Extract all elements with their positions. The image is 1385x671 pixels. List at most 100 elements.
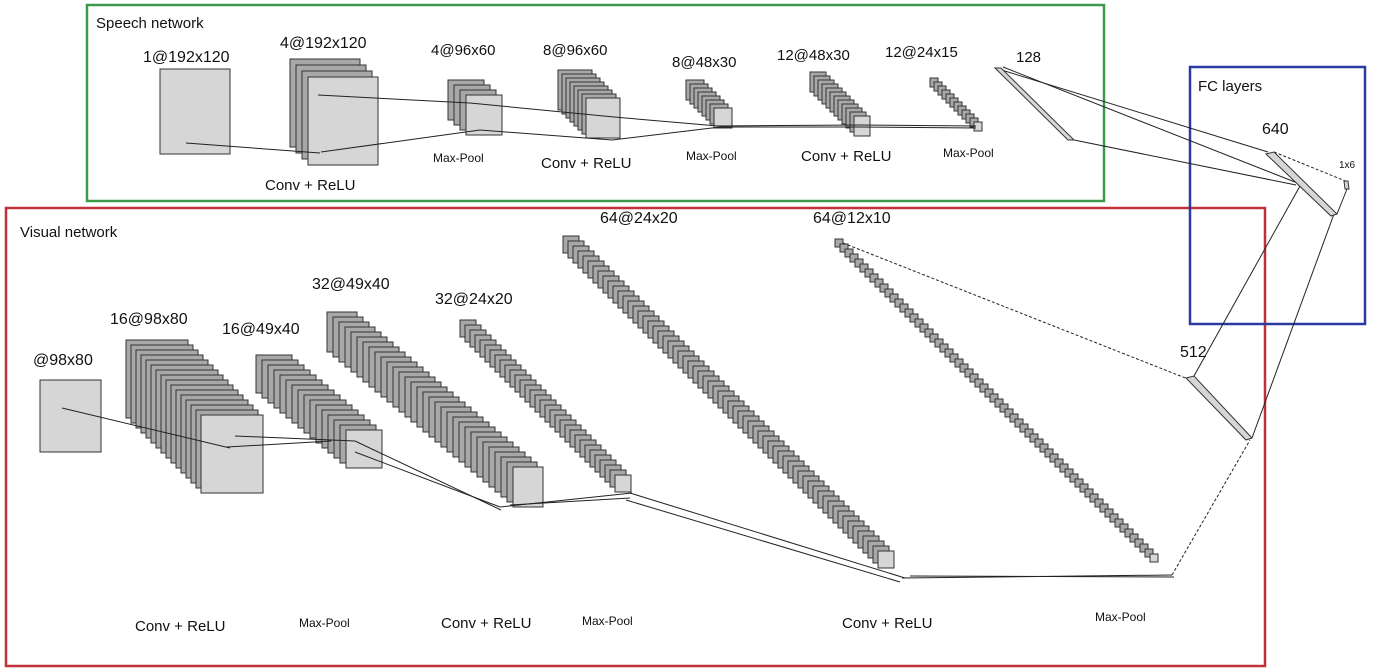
- visual-pool3-stack: [1124, 528, 1134, 538]
- speech-dim-label: 4@192x120: [280, 35, 367, 52]
- visual-pool3-stack: [879, 283, 889, 293]
- visual-pool3-stack: [874, 278, 884, 288]
- visual-input-map: [39, 379, 102, 453]
- visual-dim-label: 64@24x20: [600, 210, 678, 227]
- speech-op-label: Conv + ReLU: [265, 177, 355, 194]
- visual-pool3-stack: [1114, 518, 1124, 528]
- visual-pool3-stack: [899, 303, 909, 313]
- speech-op-label: Conv + ReLU: [801, 148, 891, 165]
- visual-pool3-stack: [1034, 438, 1044, 448]
- visual-pool3-stack: [1134, 538, 1144, 548]
- visual-pool3-stack: [914, 318, 924, 328]
- visual-pool3-stack: [1149, 553, 1159, 563]
- visual-pool3-stack: [1029, 433, 1039, 443]
- visual-pool3-stack: [1044, 448, 1054, 458]
- visual-pool3-stack: [1049, 453, 1059, 463]
- speech-connector: [613, 116, 719, 127]
- visual-pool3-stack: [1004, 408, 1014, 418]
- speech-connector: [320, 129, 481, 153]
- visual-pool3-stack: [969, 373, 979, 383]
- visual-pool3-stack: [1064, 468, 1074, 478]
- visual-pool3-stack: [1074, 478, 1084, 488]
- visual-pool3-stack: [1014, 418, 1024, 428]
- visual-to-fc-connector: [1171, 439, 1251, 576]
- feature-map-stacks: [39, 58, 1159, 569]
- visual-network-title: Visual network: [20, 224, 118, 241]
- visual-pool3-stack: [1094, 498, 1104, 508]
- visual-connector: [226, 440, 332, 448]
- visual-conv1-stack: [200, 414, 264, 494]
- visual-dim-label: 16@49x40: [222, 321, 300, 338]
- speech-connector: [717, 124, 859, 127]
- speech-dim-label: 128: [1016, 49, 1041, 66]
- visual-conv3-stack: [877, 550, 895, 569]
- visual-pool3-stack: [859, 263, 869, 273]
- visual-pool3-stack: [989, 393, 999, 403]
- visual-to-fc-connector: [842, 242, 1189, 380]
- speech-conv3-stack: [853, 115, 871, 137]
- visual-pool3-stack: [984, 388, 994, 398]
- speech-network-title: Speech network: [96, 15, 204, 32]
- visual-pool3-stack: [934, 338, 944, 348]
- visual-pool2-stack: [614, 474, 632, 493]
- visual-pool3-stack: [1119, 523, 1129, 533]
- visual-pool3-stack: [944, 348, 954, 358]
- speech-input-map: [159, 68, 231, 155]
- visual-pool3-stack: [1019, 423, 1029, 433]
- speech-connector: [469, 102, 615, 118]
- visual-pool3-stack: [974, 378, 984, 388]
- fc-dim-label: 1x6: [1339, 160, 1356, 171]
- fc-layers-title: FC layers: [1198, 78, 1262, 95]
- speech-connector: [185, 142, 321, 154]
- fc-connector: [1336, 188, 1348, 215]
- visual-pool3-stack: [959, 363, 969, 373]
- output-1x6-bar: [1343, 180, 1350, 190]
- speech-conv2-stack: [585, 97, 621, 139]
- speech-pool2-stack: [713, 107, 733, 129]
- speech-pool1-stack: [465, 94, 503, 136]
- visual-fc-512-bar: [1185, 375, 1253, 441]
- speech-connector: [857, 124, 977, 127]
- visual-connector: [61, 407, 231, 449]
- speech-conv1-stack: [307, 76, 379, 166]
- visual-connector: [354, 451, 501, 508]
- visual-pool3-stack: [1129, 533, 1139, 543]
- visual-network-box: [4, 206, 1267, 668]
- visual-connector: [625, 499, 901, 583]
- visual-pool3-stack: [904, 308, 914, 318]
- visual-pool3-stack: [1084, 488, 1094, 498]
- fc-layers-box: [1188, 65, 1367, 326]
- speech-dim-label: 8@96x60: [543, 42, 607, 59]
- visual-connector: [629, 492, 906, 579]
- speech-op-label: Max-Pool: [433, 151, 484, 165]
- speech-dim-label: 8@48x30: [672, 54, 736, 71]
- speech-pool3-stack: [973, 121, 983, 132]
- visual-pool3-stack: [864, 268, 874, 278]
- visual-to-fc-connector: [1193, 185, 1301, 377]
- visual-pool3-stack: [854, 258, 864, 268]
- visual-op-label: Conv + ReLU: [441, 615, 531, 632]
- speech-dim-label: 12@48x30: [777, 47, 850, 64]
- fc-connector: [1273, 151, 1349, 183]
- visual-dim-label: 16@98x80: [110, 311, 188, 328]
- visual-pool3-stack: [894, 298, 904, 308]
- speech-op-label: Max-Pool: [686, 149, 737, 163]
- visual-pool3-stack: [994, 398, 1004, 408]
- fc-bars: [993, 67, 1350, 441]
- visual-pool3-stack: [1054, 458, 1064, 468]
- speech-fc-128-bar: [993, 67, 1076, 141]
- visual-pool3-stack: [909, 313, 919, 323]
- visual-pool3-stack: [1139, 543, 1149, 553]
- visual-op-label: Max-Pool: [299, 616, 350, 630]
- visual-connector: [234, 435, 356, 442]
- visual-pool3-stack: [889, 293, 899, 303]
- visual-pool3-stack: [1024, 428, 1034, 438]
- speech-dim-label: 4@96x60: [431, 42, 495, 59]
- visual-connector: [509, 497, 631, 506]
- fc-640-bar: [1264, 151, 1338, 217]
- speech-op-label: Conv + ReLU: [541, 155, 631, 172]
- speech-connector: [479, 129, 613, 141]
- visual-pool3-stack: [884, 288, 894, 298]
- visual-pool3-stack: [1144, 548, 1154, 558]
